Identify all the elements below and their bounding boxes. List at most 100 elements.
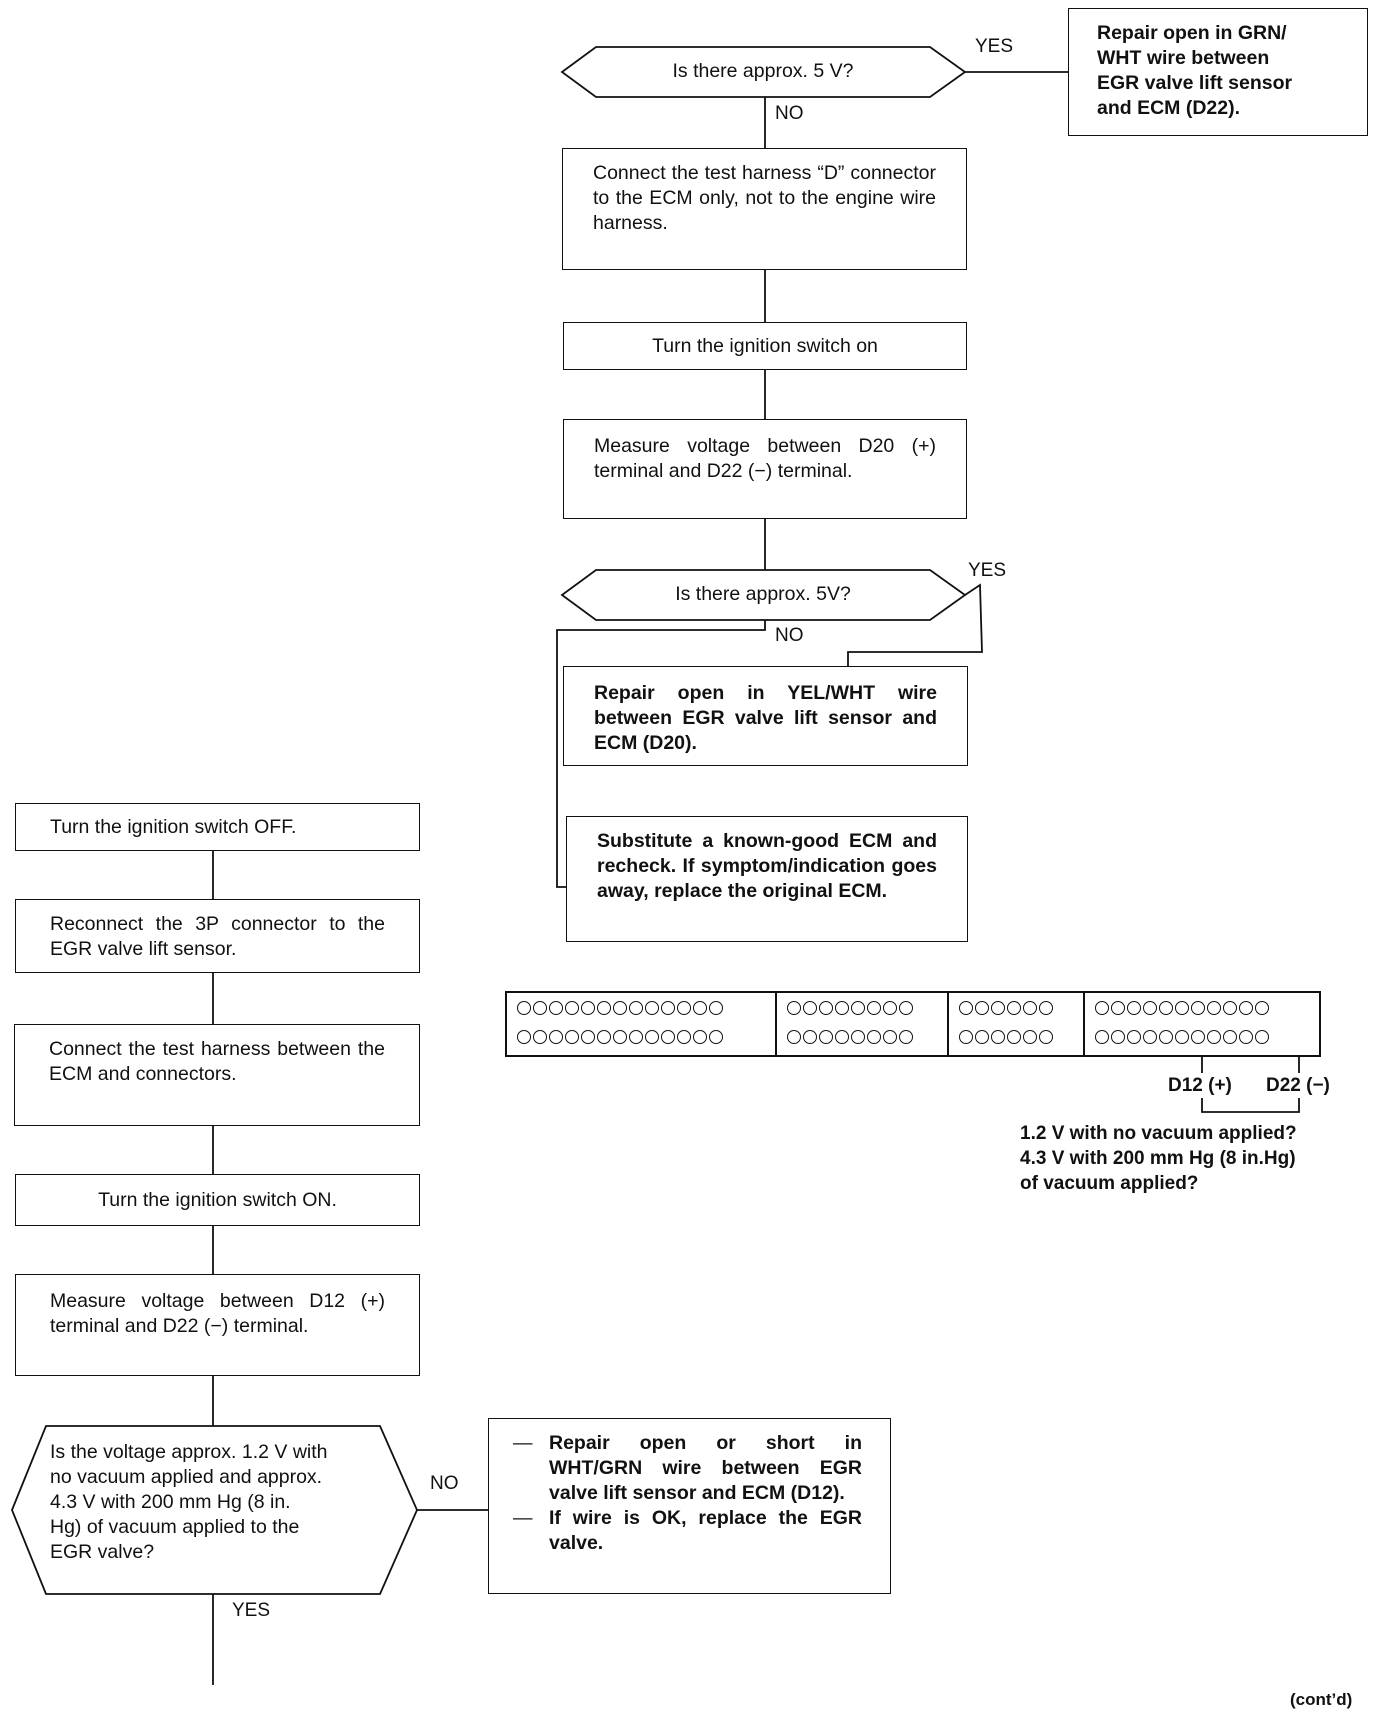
terminal-pin <box>787 1030 801 1044</box>
decision-2-no-label: NO <box>775 625 804 646</box>
connector-segment <box>507 993 777 1055</box>
decision-1-question: Is there approx. 5 V? <box>672 60 854 82</box>
terminal-pin <box>991 1030 1005 1044</box>
terminal-pin <box>1255 1001 1269 1015</box>
repair-wht-grn-box: Repair open or short in WHT/GRN wire bet… <box>488 1418 891 1594</box>
connector-segment <box>949 993 1085 1055</box>
terminal-pin <box>975 1030 989 1044</box>
turn-ignition-off-box: Turn the ignition switch OFF. <box>15 803 420 851</box>
terminal-pin <box>899 1030 913 1044</box>
terminal-pin <box>1095 1001 1109 1015</box>
terminal-pin <box>991 1001 1005 1015</box>
terminal-pin <box>1007 1001 1021 1015</box>
terminal-pin <box>1039 1001 1053 1015</box>
decision-3-no-label: NO <box>430 1473 459 1494</box>
decision-3-line-5: EGR valve? <box>50 1541 155 1563</box>
terminal-pin <box>835 1030 849 1044</box>
decision-1-yes-label: YES <box>975 36 1014 57</box>
terminal-pin <box>1143 1001 1157 1015</box>
terminal-pin <box>1111 1030 1125 1044</box>
repair-wht-grn-list: Repair open or short in WHT/GRN wire bet… <box>513 1431 862 1556</box>
terminal-pin <box>517 1001 531 1015</box>
terminal-pin <box>661 1030 675 1044</box>
connector-segment <box>1085 993 1319 1055</box>
terminal-pin <box>677 1001 691 1015</box>
connector-note-line-1: 1.2 V with no vacuum applied? <box>1020 1123 1297 1144</box>
repair-grn-wht-box: Repair open in GRN/ WHT wire between EGR… <box>1068 8 1368 136</box>
terminal-pin <box>883 1030 897 1044</box>
terminal-pin <box>975 1001 989 1015</box>
terminal-pin <box>1255 1030 1269 1044</box>
terminal-pin <box>533 1001 547 1015</box>
repair-wht-grn-item-1: Repair open or short in WHT/GRN wire bet… <box>513 1431 862 1506</box>
decision-3-line-3: 4.3 V with 200 mm Hg (8 in. <box>50 1491 291 1513</box>
connector-segment <box>777 993 949 1055</box>
terminal-pin <box>899 1001 913 1015</box>
terminal-pin <box>565 1001 579 1015</box>
ecm-connector-diagram <box>505 991 1321 1057</box>
connector-note-line-2: 4.3 V with 200 mm Hg (8 in.Hg) <box>1020 1148 1296 1169</box>
terminal-pin <box>1159 1030 1173 1044</box>
pin-row-bottom <box>1095 1030 1313 1044</box>
terminal-pin <box>867 1030 881 1044</box>
terminal-pin <box>1191 1030 1205 1044</box>
decision-3-line-1: Is the voltage approx. 1.2 V with <box>50 1441 328 1463</box>
terminal-pin <box>565 1030 579 1044</box>
terminal-pin <box>709 1030 723 1044</box>
d12-plus-label: D12 (+) <box>1166 1073 1234 1098</box>
terminal-pin <box>709 1001 723 1015</box>
pin-row-top <box>959 1001 1077 1015</box>
repair-grn-wht-line-4: and ECM (D22). <box>1097 97 1241 119</box>
terminal-pin <box>1159 1001 1173 1015</box>
terminal-pin <box>883 1001 897 1015</box>
terminal-pin <box>959 1030 973 1044</box>
terminal-pin <box>549 1001 563 1015</box>
pin-row-bottom <box>787 1030 941 1044</box>
terminal-pin <box>581 1030 595 1044</box>
terminal-pin <box>549 1030 563 1044</box>
terminal-pin <box>959 1001 973 1015</box>
repair-grn-wht-line-2: WHT wire between <box>1097 47 1270 69</box>
decision-3-line-2: no vacuum applied and approx. <box>50 1466 323 1488</box>
substitute-ecm-box: Substitute a known-good ECM and recheck.… <box>566 816 968 942</box>
terminal-pin <box>597 1030 611 1044</box>
pin-row-bottom <box>517 1030 769 1044</box>
terminal-pin <box>1191 1001 1205 1015</box>
terminal-pin <box>1175 1030 1189 1044</box>
pin-row-top <box>517 1001 769 1015</box>
pin-row-top <box>1095 1001 1313 1015</box>
terminal-pin <box>1023 1030 1037 1044</box>
terminal-pin <box>693 1001 707 1015</box>
terminal-pin <box>613 1030 627 1044</box>
repair-wht-grn-item-2: If wire is OK, replace the EGR valve. <box>513 1506 862 1556</box>
terminal-pin <box>819 1001 833 1015</box>
terminal-pin <box>645 1001 659 1015</box>
terminal-pin <box>803 1001 817 1015</box>
measure-d20-d22-box: Measure voltage between D20 (+) terminal… <box>563 419 967 519</box>
d22-minus-label: D22 (−) <box>1264 1073 1332 1098</box>
terminal-pin <box>1111 1001 1125 1015</box>
terminal-pin <box>1175 1001 1189 1015</box>
terminal-pin <box>867 1001 881 1015</box>
terminal-pin <box>1095 1030 1109 1044</box>
terminal-pin <box>1239 1001 1253 1015</box>
terminal-pin <box>819 1030 833 1044</box>
terminal-pin <box>1223 1001 1237 1015</box>
terminal-pin <box>851 1030 865 1044</box>
continued-label: (cont’d) <box>1290 1690 1353 1709</box>
connect-test-harness-d-box: Connect the test harness “D” connector t… <box>562 148 967 270</box>
terminal-pin <box>613 1001 627 1015</box>
pin-row-top <box>787 1001 941 1015</box>
terminal-pin <box>835 1001 849 1015</box>
terminal-pin <box>1007 1030 1021 1044</box>
terminal-pin <box>1127 1001 1141 1015</box>
repair-grn-wht-line-1: Repair open in GRN/ <box>1097 22 1287 44</box>
terminal-pin <box>533 1030 547 1044</box>
terminal-pin <box>1207 1001 1221 1015</box>
turn-ignition-on-caps-box: Turn the ignition switch ON. <box>15 1174 420 1226</box>
terminal-pin <box>787 1001 801 1015</box>
decision-2-yes-label: YES <box>968 560 1007 581</box>
terminal-pin <box>1223 1030 1237 1044</box>
terminal-pin <box>851 1001 865 1015</box>
terminal-pin <box>1239 1030 1253 1044</box>
